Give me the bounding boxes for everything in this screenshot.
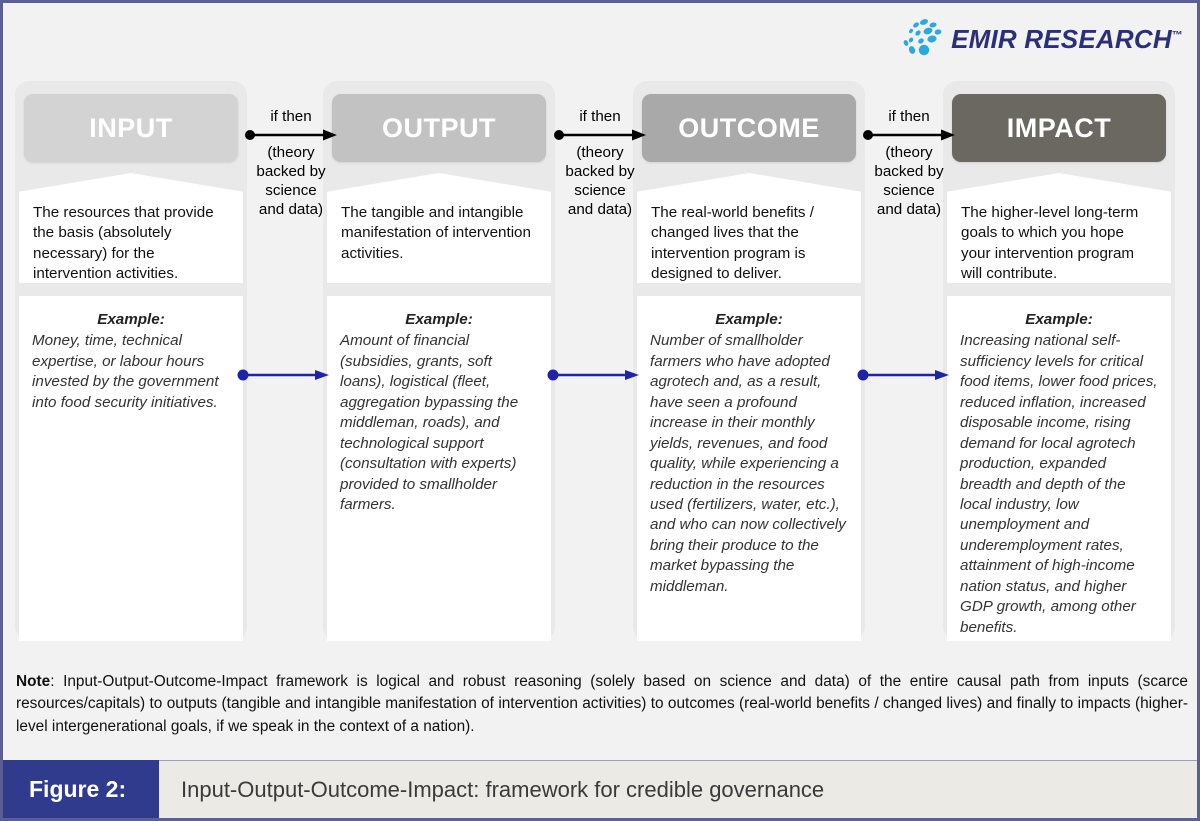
note-label: Note bbox=[16, 673, 51, 690]
connector-label-line5-2: and data) bbox=[567, 201, 633, 218]
connector-label-line3-1: backed by bbox=[256, 163, 326, 180]
stage-example-card-input: Example: Money, time, technical expertis… bbox=[19, 296, 243, 641]
stage-description-text-input: The resources that provide the basis (ab… bbox=[33, 204, 214, 283]
figure-title-block: Input-Output-Outcome-Impact: framework f… bbox=[159, 760, 1197, 818]
example-text-input: Money, time, technical expertise, or lab… bbox=[32, 332, 219, 411]
connector-outcome-to-impact: if then (theory backed by science and da… bbox=[861, 108, 957, 219]
stage-description-input: The resources that provide the basis (ab… bbox=[19, 173, 243, 283]
emir-research-logo: EMIR RESEARCH™ bbox=[899, 11, 1183, 67]
blue-arrow-right-icon bbox=[547, 369, 639, 381]
example-connector-outcome-to-impact bbox=[857, 368, 949, 387]
example-connector-input-to-output bbox=[237, 368, 329, 387]
stage-example-card-outcome: Example: Number of smallholder farmers w… bbox=[637, 296, 861, 641]
connector-label-line5-1: and data) bbox=[258, 201, 324, 218]
example-label-output: Example: bbox=[405, 311, 473, 328]
stage-description-output: The tangible and intangible manifestatio… bbox=[327, 173, 551, 283]
stage-header-input[interactable]: INPUT bbox=[24, 94, 238, 162]
stage-title-input: INPUT bbox=[89, 112, 173, 143]
stage-description-text-outcome: The real-world benefits / changed lives … bbox=[651, 204, 814, 283]
connector-input-to-output: if then (theory backed by science and da… bbox=[243, 108, 339, 219]
connector-label-line2-3: (theory bbox=[885, 144, 933, 161]
connector-label-line4-3: science bbox=[883, 182, 935, 199]
stage-description-impact: The higher-level long-term goals to whic… bbox=[947, 173, 1171, 283]
blue-arrow-right-icon bbox=[237, 369, 329, 381]
connector-label-line1-1: if then bbox=[270, 108, 312, 125]
arrow-right-icon bbox=[554, 129, 646, 141]
stage-example-card-impact: Example: Increasing national self-suffic… bbox=[947, 296, 1171, 641]
stage-title-output: OUTPUT bbox=[382, 112, 496, 143]
connector-label-line1-2: if then bbox=[579, 108, 621, 125]
figure-number-label: Figure 2: bbox=[29, 775, 127, 802]
connector-label-line1-3: if then bbox=[888, 108, 930, 125]
example-label-outcome: Example: bbox=[715, 311, 783, 328]
logo-wordmark: EMIR RESEARCH™ bbox=[951, 24, 1183, 55]
note-paragraph: Note: Input-Output-Outcome-Impact framew… bbox=[16, 671, 1188, 738]
stage-example-card-output: Example: Amount of financial (subsidies,… bbox=[327, 296, 551, 641]
figure-caption-bar: Figure 2: Input-Output-Outcome-Impact: f… bbox=[3, 760, 1197, 818]
arrow-right-icon bbox=[863, 129, 955, 141]
example-text-impact: Increasing national self-sufficiency lev… bbox=[960, 332, 1158, 636]
connector-label-line3-2: backed by bbox=[565, 163, 635, 180]
logo-sphere-dots-icon bbox=[903, 19, 942, 56]
stage-header-outcome[interactable]: OUTCOME bbox=[642, 94, 856, 162]
connector-label-line4-1: science bbox=[265, 182, 317, 199]
connector-label-line2-1: (theory bbox=[267, 144, 315, 161]
note-text: : Input-Output-Outcome-Impact framework … bbox=[16, 673, 1188, 735]
stage-description-text-output: The tangible and intangible manifestatio… bbox=[341, 204, 531, 262]
stage-header-output[interactable]: OUTPUT bbox=[332, 94, 546, 162]
connector-label-line3-3: backed by bbox=[874, 163, 944, 180]
stage-title-outcome: OUTCOME bbox=[678, 112, 820, 143]
stage-header-impact[interactable]: IMPACT bbox=[952, 94, 1166, 162]
stage-title-impact: IMPACT bbox=[1006, 112, 1112, 143]
example-text-output: Amount of financial (subsidies, grants, … bbox=[340, 332, 519, 513]
example-text-outcome: Number of smallholder farmers who have a… bbox=[650, 332, 846, 595]
blue-arrow-right-icon bbox=[857, 369, 949, 381]
figure-title-text: Input-Output-Outcome-Impact: framework f… bbox=[181, 776, 825, 802]
connector-output-to-outcome: if then (theory backed by science and da… bbox=[552, 108, 648, 219]
example-label-impact: Example: bbox=[1025, 311, 1093, 328]
logo-brand-name: EMIR RESEARCH bbox=[951, 23, 1172, 54]
trademark-symbol: ™ bbox=[1171, 28, 1183, 41]
example-label-input: Example: bbox=[97, 311, 165, 328]
connector-label-line2-2: (theory bbox=[576, 144, 624, 161]
connector-label-line4-2: science bbox=[574, 182, 626, 199]
framework-flow: INPUT The resources that provide the bas… bbox=[3, 81, 1197, 661]
figure-number-block: Figure 2: bbox=[3, 760, 159, 818]
example-connector-output-to-outcome bbox=[547, 368, 639, 387]
arrow-right-icon bbox=[245, 129, 337, 141]
stage-description-text-impact: The higher-level long-term goals to whic… bbox=[961, 204, 1139, 283]
stage-description-outcome: The real-world benefits / changed lives … bbox=[637, 173, 861, 283]
connector-label-line5-3: and data) bbox=[876, 201, 942, 218]
